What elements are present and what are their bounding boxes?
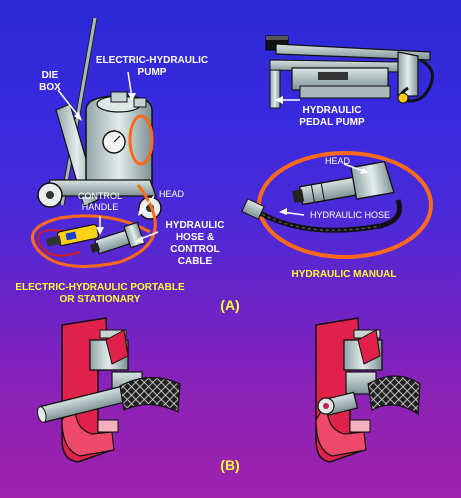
- label-electric-pump-line2: PUMP: [138, 67, 167, 78]
- label-hose-control-line4: CABLE: [178, 256, 213, 267]
- label-hose-control-line1: HYDRAULIC: [166, 220, 225, 231]
- label-hydraulic-hose: HYDRAULIC HOSE: [310, 210, 390, 220]
- label-pedal-pump-line1: HYDRAULIC: [303, 105, 362, 116]
- electric-hydraulic-pump: [31, 17, 162, 268]
- label-control-handle-line1: CONTROL: [78, 191, 122, 201]
- label-die-box: DIE BOX: [39, 70, 61, 93]
- crimp-die-right: [315, 317, 421, 463]
- panel-label-a: (A): [220, 297, 239, 313]
- label-head-right: HEAD: [325, 156, 351, 166]
- label-electric-pump: ELECTRIC-HYDRAULIC PUMP: [96, 55, 208, 78]
- label-electric-portable-line1: ELECTRIC-HYDRAULIC PORTABLE: [15, 282, 185, 293]
- label-head-left: HEAD: [159, 189, 185, 199]
- hydraulic-pedal-pump: [265, 35, 434, 109]
- hydraulic-manual-tool: [241, 151, 433, 259]
- panel-label-b: (B): [220, 457, 239, 473]
- label-electric-pump-line1: ELECTRIC-HYDRAULIC: [96, 55, 208, 66]
- label-electric-portable-line2: OR STATIONARY: [60, 294, 141, 305]
- label-hose-control-line3: CONTROL: [170, 244, 219, 255]
- label-die-box-line1: DIE: [42, 70, 59, 81]
- crimp-die-left: [36, 317, 181, 463]
- label-electric-portable: ELECTRIC-HYDRAULIC PORTABLE OR STATIONAR…: [15, 282, 185, 305]
- label-control-handle-line2: HANDLE: [82, 202, 119, 212]
- label-hose-control: HYDRAULIC HOSE & CONTROL CABLE: [166, 220, 225, 267]
- label-hydraulic-manual: HYDRAULIC MANUAL: [292, 269, 397, 280]
- label-hose-control-line2: HOSE &: [176, 232, 214, 243]
- label-pedal-pump: HYDRAULIC PEDAL PUMP: [299, 105, 365, 128]
- label-pedal-pump-line2: PEDAL PUMP: [299, 117, 365, 128]
- label-control-handle: CONTROL HANDLE: [78, 191, 122, 212]
- label-die-box-line2: BOX: [39, 82, 61, 93]
